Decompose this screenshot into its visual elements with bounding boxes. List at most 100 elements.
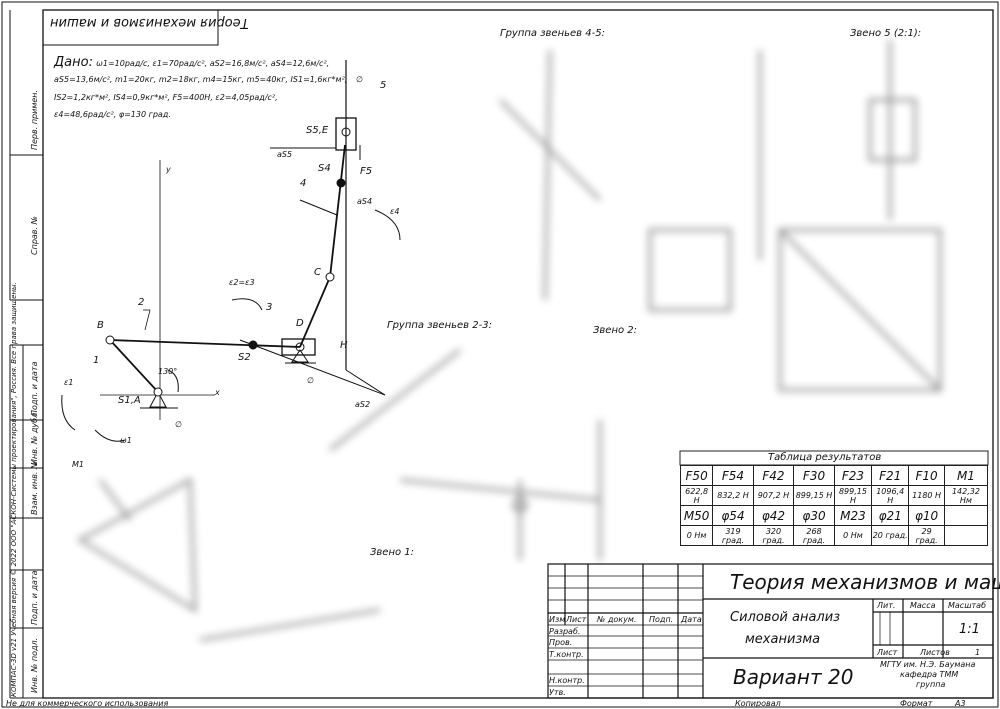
format-value: А3	[955, 699, 966, 708]
side-sprav: Справ. №	[30, 216, 39, 255]
given-line-4: ε4=48,6рад/с², φ=130 град.	[54, 110, 171, 119]
value-cell: 907,2 Н	[752, 485, 795, 506]
side-podp-data-1: Подп. и дата	[30, 361, 39, 417]
label-S4: S4	[318, 163, 331, 174]
hdr-cell: F42	[752, 465, 795, 486]
title-link-5: Звено 5 (2:1):	[850, 28, 922, 39]
hdr-cell: M23	[833, 505, 873, 526]
title-link-1: Звено 1:	[370, 547, 415, 558]
label-y-axis: y	[166, 165, 171, 174]
format-label: Формат	[900, 699, 933, 708]
col-data: Дата	[681, 615, 702, 624]
org-line-3: группа	[916, 680, 946, 689]
mechanism-scheme	[61, 60, 401, 442]
given-line-1: ω1=10рад/с, ε1=70рад/с², aS2=16,8м/с², a…	[96, 59, 330, 68]
value-cell: 0 Нм	[679, 525, 714, 546]
hdr-cell: φ21	[871, 505, 910, 526]
discipline-title: Теория механизмов и машин	[730, 570, 1000, 594]
label-C: C	[314, 267, 321, 278]
value-cell: 899,15 Н	[833, 485, 873, 506]
kompas-notice: КОМПАС-3D v21 Учебная версия © 2022 ООО …	[10, 282, 18, 697]
hdr-cell: φ42	[752, 505, 795, 526]
hdr-cell: F54	[712, 465, 754, 486]
label-F5: F5	[360, 166, 373, 177]
sheets-label: Листов	[920, 648, 950, 657]
side-perv-primen: Перв. примен.	[30, 89, 39, 150]
hdr-cell: F50	[679, 465, 714, 486]
scale-label: Масштаб	[948, 601, 987, 610]
row-nkontr: Н.контр.	[549, 676, 585, 685]
row-razrab: Разраб.	[549, 627, 581, 636]
rotated-stamp-title: Теория механизмов и машин	[50, 15, 249, 30]
row-prov: Пров.	[549, 638, 573, 647]
label-D: D	[296, 318, 304, 329]
org-line-1: МГТУ им. Н.Э. Баумана	[880, 660, 976, 669]
label-x-axis: x	[215, 388, 220, 397]
label-link-3: 3	[266, 302, 273, 313]
label-link-2: 2	[138, 297, 145, 308]
value-cell: 320 град.	[752, 525, 795, 546]
variant-label: Вариант 20	[733, 665, 854, 689]
value-cell: 319 град.	[712, 525, 754, 546]
row-tkontr: Т.контр.	[549, 650, 584, 659]
label-B: B	[97, 320, 104, 331]
label-eps1: ε1	[64, 378, 74, 387]
mass-label: Масса	[910, 601, 936, 610]
value-cell: 622,8 Н	[679, 485, 714, 506]
label-S5E: S5,E	[306, 125, 329, 136]
value-cell: 899,15 Н	[793, 485, 835, 506]
hdr-cell: F21	[871, 465, 910, 486]
title-group-45: Группа звеньев 4-5:	[500, 28, 605, 39]
label-link-4: 4	[300, 178, 307, 189]
hdr-cell: M50	[679, 505, 714, 526]
given-line-2: aS5=13,6м/с², m1=20кг, m2=18кг, m4=15кг,…	[54, 75, 348, 84]
hdr-cell: φ54	[712, 505, 754, 526]
label-H: H	[340, 340, 348, 351]
label-link-1: 1	[93, 355, 100, 366]
label-aS5: aS5	[277, 150, 293, 159]
label-angle: 130°	[158, 367, 178, 376]
side-inv-podl: Инв. № подл.	[30, 637, 39, 693]
scale-value: 1:1	[959, 622, 980, 637]
lit-label: Лит.	[877, 601, 896, 610]
col-doc: № докум.	[597, 615, 637, 624]
hdr-cell: F10	[908, 465, 945, 486]
label-phi-top: ∅	[356, 75, 363, 84]
col-izm: Изм	[549, 615, 566, 624]
sheets-value: 1	[975, 648, 981, 657]
side-vzam-inv: Взам. инв. №	[30, 460, 39, 515]
hdr-cell: φ30	[793, 505, 835, 526]
label-eps2: ε2=ε3	[229, 278, 255, 287]
hdr-cell: F30	[793, 465, 835, 486]
col-list: Лист	[566, 615, 587, 624]
value-cell: 832,2 Н	[712, 485, 754, 506]
label-phi-mid: ∅	[307, 376, 314, 385]
label-eps4: ε4	[390, 207, 400, 216]
row-utv: Утв.	[549, 688, 566, 697]
label-phi-low: ∅	[175, 420, 182, 429]
doc-title-line-1: Силовой анализ	[730, 610, 841, 625]
results-table: F50 F54 F42 F30 F23 F21 F10 M1 622,8 Н 8…	[679, 465, 989, 546]
label-A: S1,A	[118, 395, 141, 406]
doc-title-line-2: механизма	[745, 632, 821, 647]
results-table-title: Таблица результатов	[768, 452, 882, 463]
hdr-cell: φ10	[908, 505, 945, 526]
label-S2: S2	[238, 352, 251, 363]
title-group-23: Группа звеньев 2-3:	[387, 320, 492, 331]
org-line-2: кафедра ТММ	[900, 670, 959, 679]
side-inv-dubl: Инв. № дубл.	[30, 410, 39, 465]
label-omega1: ω1	[120, 436, 132, 445]
value-cell: 142,32 Нм	[943, 485, 989, 506]
value-cell: 20 град.	[871, 525, 910, 546]
copied-label: Копировал	[735, 699, 781, 708]
side-podp-data-2: Подп. и дата	[30, 570, 39, 626]
col-podp: Подп.	[649, 615, 674, 624]
title-link-2: Звено 2:	[593, 325, 638, 336]
given-label: Дано:	[54, 55, 93, 70]
noncommercial-note: Не для коммерческого использования	[6, 699, 169, 708]
empty-cell	[943, 505, 989, 526]
title-block-frame	[547, 563, 994, 699]
